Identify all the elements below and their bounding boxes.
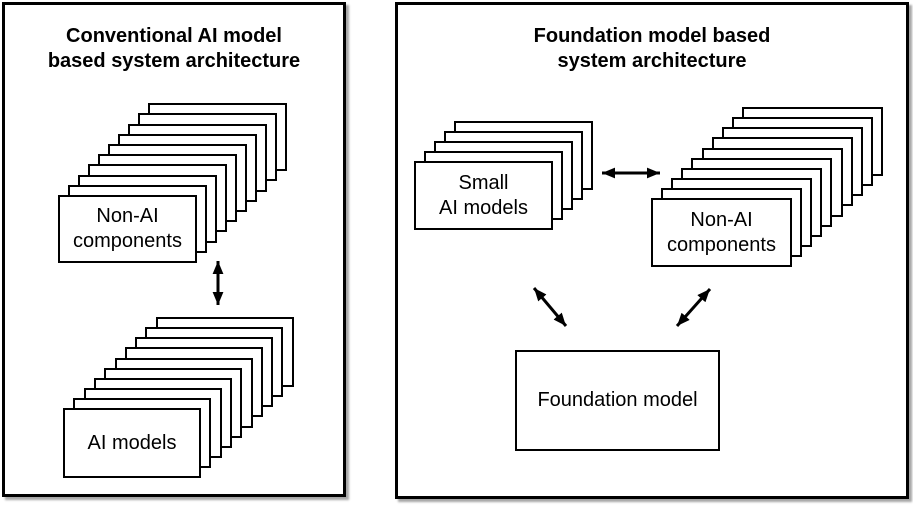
panel-title-foundation: Foundation model based system architectu… — [395, 24, 909, 74]
stack-label-line: Non-AI — [690, 208, 753, 231]
stack-label-line: Small — [458, 171, 509, 194]
foundation-model-box: Foundation model — [515, 350, 720, 451]
stack-label-line: AI models — [87, 431, 177, 454]
title-line: system architecture — [557, 50, 747, 72]
stack-label-line: AI models — [439, 196, 528, 219]
foundation-model-label: Foundation model — [537, 389, 698, 411]
stack-front-box-conv-non-ai: Non-AI components — [58, 195, 197, 263]
title-line: Conventional AI model — [66, 25, 282, 47]
stack-label-conv-ai-models: AI models — [88, 431, 177, 456]
stack-label-line: components — [73, 230, 182, 252]
stack-label-conv-non-ai: Non-AI components — [73, 204, 182, 254]
stack-front-box-conv-ai-models: AI models — [63, 408, 201, 478]
panel-title-conventional: Conventional AI model based system archi… — [2, 24, 346, 74]
stack-label-line: components — [667, 233, 776, 256]
title-line: based system architecture — [47, 50, 301, 72]
title-line: Foundation model based — [533, 25, 771, 47]
stack-label-line: Non-AI — [96, 205, 159, 227]
